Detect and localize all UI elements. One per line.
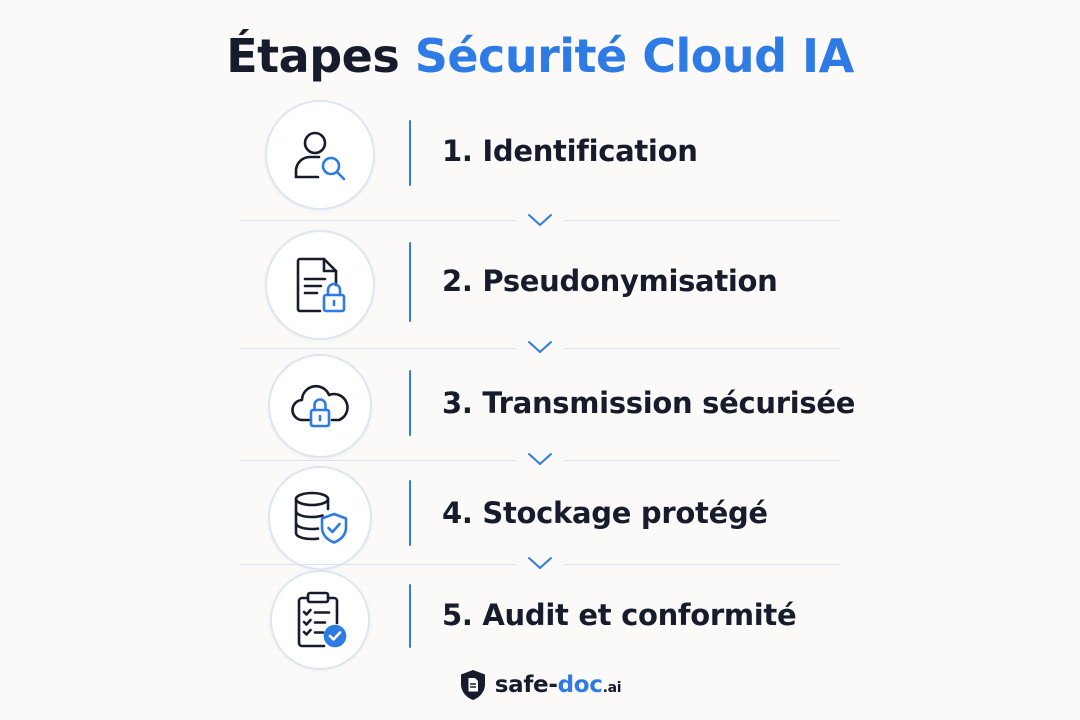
step-5: 5. Audit et conformité: [0, 570, 1080, 670]
step-4: 4. Stockage protégé: [0, 466, 1080, 570]
step-3-label: 3. Transmission sécurisée: [442, 386, 856, 420]
step-2-label: 2. Pseudonymisation: [442, 264, 778, 298]
title-part-2: Sécurité Cloud IA: [414, 29, 855, 83]
step-5-icon-circle: [270, 570, 370, 670]
step-3-divider: [409, 370, 411, 436]
page-title: Étapes Sécurité Cloud IA: [0, 26, 1080, 86]
separator-3-left: [240, 460, 516, 461]
shield-document-icon: [460, 670, 485, 700]
step-2-divider: [409, 242, 411, 322]
separator-1-right: [564, 220, 840, 221]
step-1-icon-circle: [265, 100, 375, 210]
clipboard-check-icon: [297, 591, 347, 648]
chevron-down-icon: [528, 341, 552, 353]
step-4-icon-circle: [268, 466, 372, 570]
step-1-label: 1. Identification: [442, 134, 698, 168]
separator-3-right: [564, 460, 840, 461]
step-3: 3. Transmission sécurisée: [0, 354, 1080, 458]
separator-2-right: [564, 348, 840, 349]
step-5-label: 5. Audit et conformité: [442, 598, 797, 632]
separator-4-right: [564, 564, 840, 565]
title-part-1: Étapes: [226, 29, 400, 83]
step-2: 2. Pseudonymisation: [0, 230, 1080, 340]
chevron-down-icon: [528, 453, 552, 465]
separator-4-left: [240, 564, 516, 565]
brand-name-highlight: doc: [557, 672, 603, 698]
step-1-divider: [409, 120, 411, 186]
chevron-down-icon: [528, 557, 552, 569]
cloud-lock-icon: [291, 384, 349, 428]
step-4-label: 4. Stockage protégé: [442, 496, 768, 530]
brand-name: safe-doc.ai: [495, 672, 622, 698]
step-5-divider: [409, 584, 411, 648]
brand-name-suffix: .ai: [602, 680, 622, 696]
step-3-icon-circle: [268, 354, 372, 458]
step-1: 1. Identification: [0, 100, 1080, 210]
database-shield-icon: [294, 491, 348, 544]
step-2-icon-circle: [265, 230, 375, 340]
separator-2-left: [240, 348, 516, 349]
brand-name-part: safe-: [494, 672, 558, 698]
separator-1-left: [240, 220, 516, 221]
step-4-divider: [409, 480, 411, 546]
chevron-down-icon: [528, 214, 552, 226]
document-lock-icon: [296, 257, 346, 313]
user-search-icon: [294, 131, 346, 181]
brand-logo: safe-doc.ai: [0, 668, 1080, 702]
